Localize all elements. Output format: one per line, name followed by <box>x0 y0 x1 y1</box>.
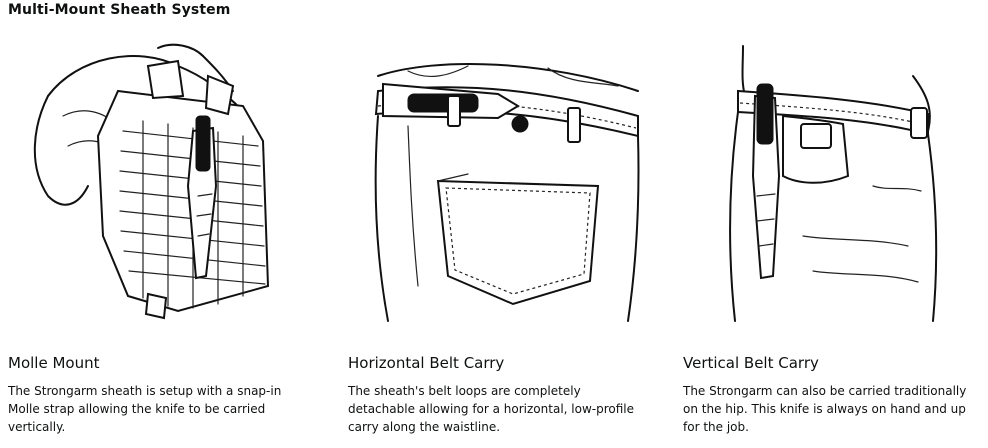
vertical-belt-illustration <box>729 45 938 322</box>
card-description: The Strongarm can also be carried tradit… <box>683 384 967 434</box>
card-title: Vertical Belt Carry <box>683 354 819 372</box>
card-title: Molle Mount <box>8 354 100 372</box>
horizontal-belt-illustration <box>374 63 640 322</box>
card-title: Horizontal Belt Carry <box>348 354 505 372</box>
card-description: The Strongarm sheath is setup with a sna… <box>8 384 282 434</box>
vest-molle-illustration <box>33 43 270 320</box>
section-title: Multi-Mount Sheath System <box>8 2 231 18</box>
feature-card-molle: Molle Mount The Strongarm sheath is setu… <box>8 36 318 448</box>
card-description: The sheath's belt loops are completely d… <box>348 384 635 434</box>
feature-card-horizontal: Horizontal Belt Carry The sheath's belt … <box>348 36 658 448</box>
feature-card-vertical: Vertical Belt Carry The Strongarm can al… <box>683 36 988 448</box>
